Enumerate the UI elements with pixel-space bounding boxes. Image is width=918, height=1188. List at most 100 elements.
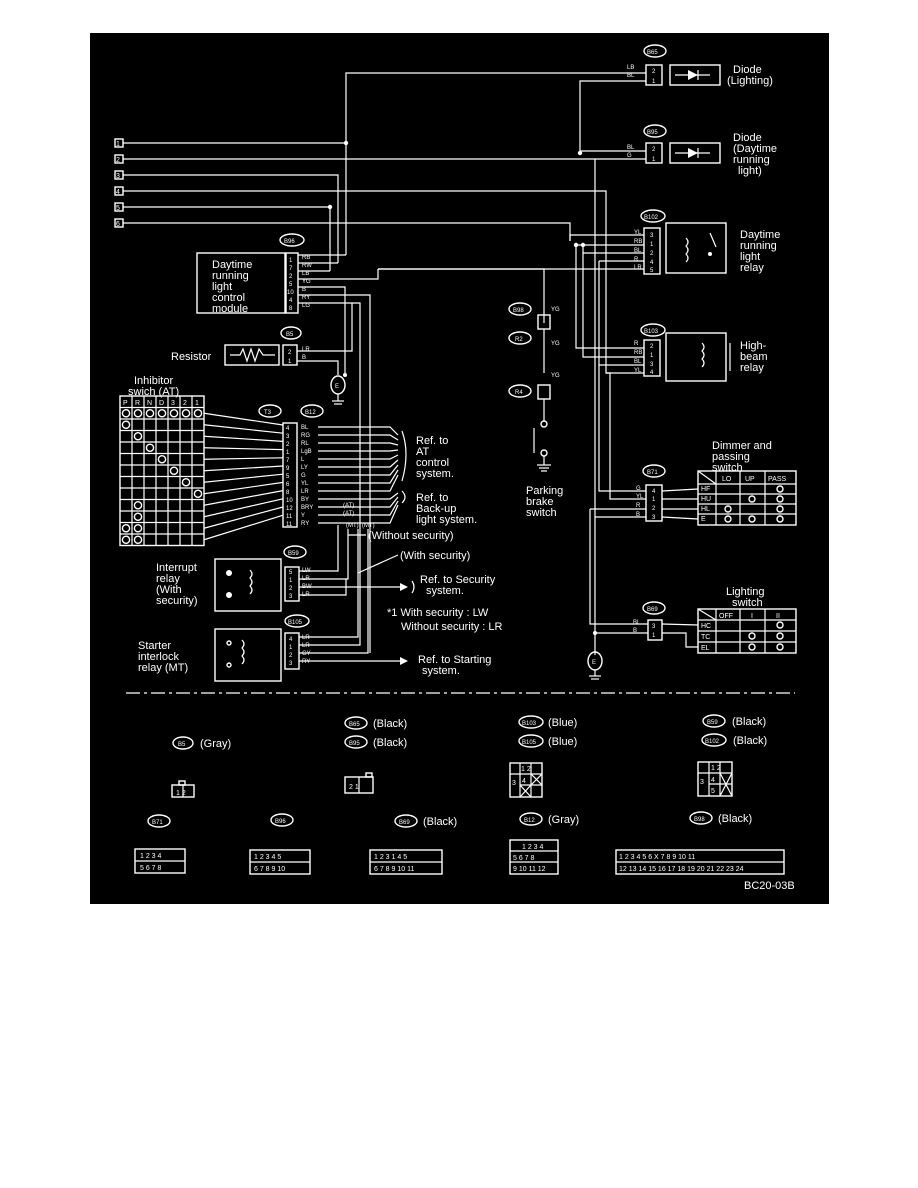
legend-b102-id: B102 bbox=[705, 739, 720, 745]
interrupt-relay: B59 Interrupt relay (With security) 5 1 … bbox=[156, 525, 496, 612]
pos-p: P bbox=[123, 400, 128, 407]
at-wire-line bbox=[318, 474, 399, 492]
at-wire-line bbox=[318, 504, 399, 524]
b105-conn-label: B105 bbox=[288, 620, 303, 626]
left-terminals: 1 2 3 4 5 6 bbox=[114, 138, 124, 228]
b103-pin-3: 3 bbox=[650, 362, 654, 368]
legend-b103-id: B103 bbox=[522, 721, 537, 727]
inhibitor-contact bbox=[157, 408, 167, 418]
lighting-col-i: I bbox=[751, 613, 753, 620]
ref-starting-2: system. bbox=[422, 665, 460, 677]
at-wire-line bbox=[318, 426, 399, 436]
at-wire-line bbox=[318, 500, 399, 516]
diode-drl-label-1: Diode bbox=[733, 132, 762, 144]
ground-2-label: E bbox=[592, 660, 596, 666]
b98-conn-label: B98 bbox=[513, 308, 524, 314]
b105-wire-lr-2: LR bbox=[302, 643, 310, 649]
b96-conn-label: B96 bbox=[284, 239, 295, 245]
diode-drl-label-4: light) bbox=[738, 165, 762, 177]
pb-wire-yg-2: YG bbox=[551, 341, 560, 347]
b102-wire-rb: RB bbox=[634, 239, 642, 245]
terminal-1: 1 bbox=[114, 138, 124, 148]
ref-starting-1: Ref. to Starting bbox=[418, 654, 491, 666]
b59-conn-label: B59 bbox=[288, 551, 299, 557]
b71-wire-g: G bbox=[636, 486, 641, 492]
b96-wire-lb: LB bbox=[302, 271, 309, 277]
b96-wire-yg: YG bbox=[302, 279, 311, 285]
dimmer-row-e: E bbox=[701, 516, 706, 523]
b59-pin-5: 5 bbox=[289, 570, 293, 576]
b105-wire-lr: LR bbox=[302, 635, 310, 641]
at-wire-code: RY bbox=[301, 521, 309, 527]
face-b69: 1 2 3 1 4 5 6 7 8 9 10 11 bbox=[369, 849, 443, 875]
dimmer-row-hf: HF bbox=[701, 486, 710, 493]
b105-wire-ry: RY bbox=[302, 659, 310, 665]
pb-wire-yg-1: YG bbox=[551, 307, 560, 313]
face-b98: 1 2 3 4 5 6 X 7 8 9 10 11 12 13 14 15 16… bbox=[615, 849, 785, 875]
inhibitor-contact bbox=[133, 512, 143, 522]
interrupt-label-3: (With bbox=[156, 584, 182, 596]
legend-b95-id: B95 bbox=[349, 741, 360, 747]
legend-b96: B96 bbox=[270, 813, 294, 827]
parking-label-1: Parking bbox=[526, 485, 563, 497]
drl-module-label-5: module bbox=[212, 303, 248, 315]
interrupt-label-1: Interrupt bbox=[156, 562, 197, 574]
at-wire-line bbox=[318, 464, 399, 476]
b69-conn-label: B69 bbox=[647, 607, 658, 613]
ref-backup-1: Ref. to bbox=[416, 492, 448, 504]
terminal-6-label: 6 bbox=[116, 221, 120, 228]
hb-relay-label-3: relay bbox=[740, 362, 764, 374]
face-b69-bottom: 6 7 8 9 10 11 bbox=[374, 866, 414, 873]
b102-wire-bl: BL bbox=[634, 248, 642, 254]
legend-b98: B98 (Black) bbox=[689, 811, 752, 825]
parking-label-3: switch bbox=[526, 507, 557, 519]
b95-wire-g: G bbox=[627, 153, 632, 159]
b71-wire-yl: YL bbox=[636, 494, 644, 500]
terminal-5-label: 5 bbox=[116, 205, 120, 212]
face-b103-pin-4: 4 bbox=[522, 778, 526, 785]
at-wire-code: RG bbox=[301, 433, 310, 439]
at-mark-2: (AT) bbox=[343, 511, 354, 517]
b5-conn-label: B5 bbox=[286, 332, 294, 338]
r2-conn-label: R2 bbox=[515, 337, 523, 343]
ref-security-2: system. bbox=[426, 585, 464, 597]
parking-brake-switch: B98 YG R2 YG YG R4 Parking brake switch bbox=[378, 268, 563, 519]
inhibitor-wire bbox=[203, 424, 284, 434]
b95-conn-label: B95 bbox=[647, 130, 658, 136]
face-b96: 1 2 3 4 5 6 7 8 9 10 bbox=[249, 849, 311, 875]
b65-pin-2: 2 bbox=[652, 69, 656, 75]
face-b59-b102: 1 2 3 4 5 bbox=[697, 761, 733, 797]
at-wire-code: Y bbox=[301, 513, 305, 519]
b102-pin-2: 2 bbox=[650, 251, 654, 257]
interrupt-label-2: relay bbox=[156, 573, 180, 585]
b103-wire-r: R bbox=[634, 341, 639, 347]
at-wire-line bbox=[318, 496, 399, 508]
at-pin-number: 10 bbox=[286, 498, 293, 504]
legend-b12: B12 (Gray) bbox=[519, 812, 579, 826]
b103-wire-yl: YL bbox=[634, 368, 642, 374]
hb-relay-label-1: High- bbox=[740, 340, 767, 352]
b102-pin-5: 5 bbox=[650, 268, 654, 274]
pos-2: 2 bbox=[183, 400, 187, 407]
b102-wire-r: R bbox=[634, 257, 639, 263]
legend-b59-color: (Black) bbox=[732, 716, 766, 728]
legend-b105-id: B105 bbox=[522, 740, 537, 746]
at-pin-number: 3 bbox=[286, 434, 290, 440]
diode-drl-label-3: running bbox=[733, 154, 770, 166]
face-b12-bottom: 9 10 11 12 bbox=[513, 866, 546, 873]
b95-wire-bl: BL bbox=[627, 145, 635, 151]
dimmer-label-1: Dimmer and bbox=[712, 440, 772, 452]
face-b12-top: 1 2 3 4 bbox=[522, 844, 544, 851]
face-b103-pin-3: 3 bbox=[512, 780, 516, 787]
legend-b5: B5 (Gray) bbox=[172, 736, 231, 750]
legend-b98-id: B98 bbox=[694, 817, 705, 823]
legend-b98-color: (Black) bbox=[718, 813, 752, 825]
legend-b12-id: B12 bbox=[524, 818, 535, 824]
b105-pin-2: 2 bbox=[289, 653, 293, 659]
b105-wire-gy: GY bbox=[302, 651, 311, 657]
r4-conn-label: R4 bbox=[515, 390, 523, 396]
terminal-4-label: 4 bbox=[116, 189, 120, 196]
inhibitor-contact bbox=[133, 408, 143, 418]
inhibitor-contact bbox=[193, 489, 203, 499]
resistor-label: Resistor bbox=[171, 351, 212, 363]
